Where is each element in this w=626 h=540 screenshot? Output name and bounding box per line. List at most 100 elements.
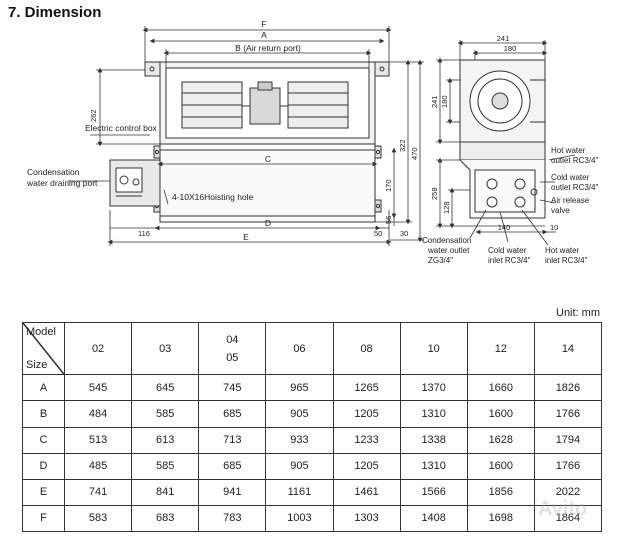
dim-30: 30 <box>400 229 408 238</box>
size-cell: B <box>22 400 65 428</box>
table-row: C 513 613 713 933 1233 1338 1628 1794 <box>22 426 603 454</box>
front-dimension-labels: F A B (Air return port) C D E 116 50 30 … <box>89 19 419 242</box>
value-cell: 585 <box>131 452 200 480</box>
model-header-cell: 10 <box>399 321 468 376</box>
value-cell: 513 <box>63 426 133 454</box>
model-header-cell: 08 <box>332 321 401 376</box>
value-cell: 1233 <box>332 426 401 454</box>
label-cold-water-inlet-line2: inlet RC3/4" <box>488 256 531 265</box>
model-header-cell: 06 <box>265 321 334 376</box>
label-condensation-port-line1: Condensation <box>27 167 80 177</box>
value-cell: 1864 <box>533 504 603 533</box>
value-cell: 613 <box>131 426 200 454</box>
label-air-release-line2: valve <box>551 206 570 215</box>
size-cell: E <box>22 478 65 506</box>
dim-B: B (Air return port) <box>235 43 301 53</box>
table-row: F 583 683 783 1003 1303 1408 1698 1864 <box>22 504 603 533</box>
dim-10: 10 <box>550 223 558 232</box>
size-cell: A <box>22 374 65 402</box>
value-cell: 1766 <box>533 400 603 428</box>
size-cell: C <box>22 426 65 454</box>
model-header-line: 04 <box>226 333 239 346</box>
dim-56: 56 <box>384 216 393 224</box>
value-cell: 1461 <box>332 478 401 506</box>
value-cell: 1600 <box>466 400 535 428</box>
front-callouts: Electric control box Condensation water … <box>26 123 254 202</box>
corner-header-cell: Model Size <box>22 321 65 376</box>
value-cell: 585 <box>131 400 200 428</box>
value-cell: 1310 <box>399 452 468 480</box>
dim-F: F <box>261 19 266 29</box>
value-cell: 484 <box>63 400 133 428</box>
dim-C: C <box>265 154 271 164</box>
corner-model-label: Model <box>26 326 56 338</box>
dim-128: 128 <box>442 201 451 214</box>
label-air-release-line1: Air release <box>551 196 590 205</box>
value-cell: 685 <box>198 400 267 428</box>
value-cell: 905 <box>265 452 334 480</box>
value-cell: 683 <box>131 504 200 533</box>
value-cell: 1338 <box>399 426 468 454</box>
label-cold-water-outlet-line2: outlet RC3/4" <box>551 183 598 192</box>
dim-170: 170 <box>384 179 393 192</box>
value-cell: 1310 <box>399 400 468 428</box>
value-cell: 1660 <box>466 374 535 402</box>
value-cell: 713 <box>198 426 267 454</box>
dim-180: 180 <box>504 44 517 53</box>
dim-180-vertical: 180 <box>440 95 449 108</box>
label-cold-water-inlet-line1: Cold water <box>488 246 527 255</box>
dimension-drawing: F A B (Air return port) C D E 116 50 30 … <box>26 19 598 265</box>
value-cell: 933 <box>265 426 334 454</box>
value-cell: 1161 <box>265 478 334 506</box>
dim-116: 116 <box>138 229 150 238</box>
model-header-line: 05 <box>226 351 239 364</box>
dim-258: 258 <box>430 187 439 200</box>
value-cell: 1794 <box>533 426 603 454</box>
dim-E: E <box>243 232 249 242</box>
size-cell: D <box>22 452 65 480</box>
dim-241: 241 <box>497 34 510 43</box>
dimension-table: Model Size 02 03 04 05 06 08 10 12 14 A … <box>22 321 603 533</box>
value-cell: 841 <box>131 478 200 506</box>
model-header-cell: 12 <box>466 321 535 376</box>
table-row: B 484 585 685 905 1205 1310 1600 1766 <box>22 400 603 428</box>
side-dimension-labels: 241 180 241 180 258 128 140 10 <box>430 34 558 232</box>
front-view <box>109 61 390 223</box>
side-dimensions <box>436 40 576 246</box>
table-row: A 545 645 745 965 1265 1370 1660 1826 <box>22 374 603 402</box>
label-condensation-outlet-line3: ZG3/4" <box>428 256 453 265</box>
front-dimensions <box>68 26 424 246</box>
value-cell: 905 <box>265 400 334 428</box>
label-hot-water-outlet-line1: Hot water <box>551 146 586 155</box>
value-cell: 645 <box>131 374 200 402</box>
value-cell: 1600 <box>466 452 535 480</box>
value-cell: 685 <box>198 452 267 480</box>
value-cell: 2022 <box>533 478 603 506</box>
value-cell: 545 <box>63 374 133 402</box>
watermark: Avito <box>538 498 588 520</box>
table-row: D 485 585 685 905 1205 1310 1600 1766 <box>22 452 603 480</box>
label-hot-water-outlet-line2: outlet RC3/4" <box>551 156 598 165</box>
side-view <box>459 59 546 219</box>
label-cold-water-outlet-line1: Cold water <box>551 173 590 182</box>
unit-label: Unit: mm <box>556 307 600 319</box>
corner-size-label: Size <box>26 359 48 372</box>
value-cell: 1303 <box>332 504 401 533</box>
dim-322: 322 <box>398 139 407 152</box>
dim-470: 470 <box>410 147 419 160</box>
dim-140: 140 <box>498 223 511 232</box>
label-electric-control-box: Electric control box <box>85 123 158 133</box>
value-cell: 1205 <box>332 452 401 480</box>
table-header-row: Model Size 02 03 04 05 06 08 10 12 14 <box>22 321 603 376</box>
model-header-cell: 14 <box>533 321 603 376</box>
value-cell: 1370 <box>399 374 468 402</box>
label-condensation-outlet-line2: water outlet <box>427 246 470 255</box>
dim-D: D <box>265 218 271 228</box>
value-cell: 741 <box>63 478 133 506</box>
value-cell: 1826 <box>533 374 603 402</box>
model-header-cell: 04 05 <box>198 321 267 376</box>
label-hoisting-hole: 4-10X16Hoisting hole <box>172 192 254 202</box>
value-cell: 1566 <box>399 478 468 506</box>
value-cell: 1856 <box>466 478 535 506</box>
side-callouts: Hot water outlet RC3/4" Cold water outle… <box>422 146 598 265</box>
